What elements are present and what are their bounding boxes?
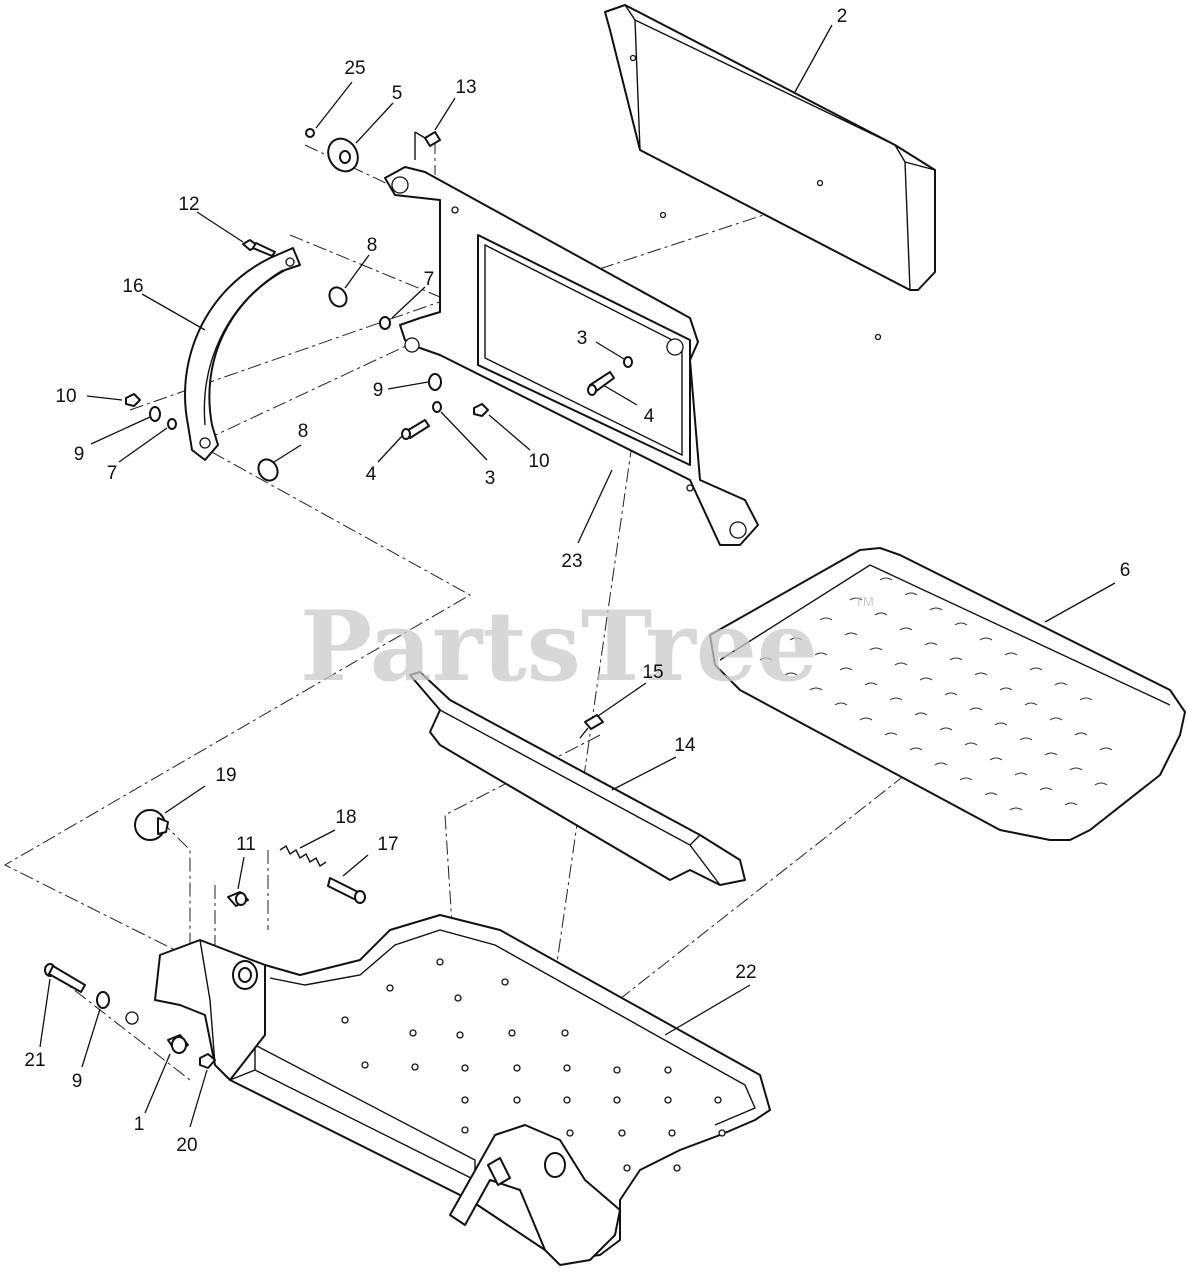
partstree-watermark: PartsTree TM [300, 590, 874, 703]
callout-12: 12 [178, 194, 199, 215]
callout-19: 19 [215, 765, 236, 786]
watermark-text: PartsTree [300, 590, 818, 703]
leader-lines [39, 24, 1116, 1128]
callout-16: 16 [122, 276, 143, 297]
callout-labels: 2 25 5 13 12 16 8 7 3 9 10 9 7 8 4 3 10 … [24, 6, 1130, 1156]
callout-9a: 9 [373, 380, 384, 401]
callout-3a: 3 [577, 328, 588, 349]
hinge-channel [409, 671, 746, 886]
callout-18: 18 [335, 807, 356, 828]
callout-9b: 9 [74, 444, 85, 465]
callout-21: 21 [24, 1050, 45, 1071]
callout-1: 1 [134, 1114, 145, 1135]
callout-5: 5 [392, 83, 403, 104]
callout-9c: 9 [72, 1071, 83, 1092]
callout-22: 22 [735, 962, 756, 983]
seat-back-pad [604, 4, 936, 341]
callout-7a: 7 [424, 269, 435, 290]
callout-20: 20 [176, 1135, 197, 1156]
callout-7b: 7 [107, 463, 118, 484]
bottom-hardware [44, 963, 216, 1069]
spring-pin-group [227, 844, 366, 907]
callout-8b: 8 [298, 421, 309, 442]
callout-8a: 8 [367, 235, 378, 256]
callout-11: 11 [236, 834, 256, 855]
callout-17: 17 [377, 834, 398, 855]
knob-19 [134, 809, 169, 841]
top-hardware [125, 128, 633, 482]
callout-10a: 10 [55, 386, 76, 407]
curved-arm [184, 247, 301, 461]
callout-3b: 3 [485, 468, 496, 489]
callout-13: 13 [455, 77, 476, 98]
back-bracket-frame [384, 131, 759, 546]
foot-tread-plate [709, 547, 1186, 841]
screw-15 [579, 714, 604, 739]
callout-14: 14 [674, 735, 696, 756]
callout-15: 15 [642, 662, 663, 683]
callout-23: 23 [561, 551, 582, 572]
foot-platform-frame [125, 914, 771, 1266]
callout-10b: 10 [528, 451, 549, 472]
callout-4a: 4 [366, 464, 377, 485]
callout-2: 2 [837, 6, 848, 27]
callout-4b: 4 [644, 406, 655, 427]
callout-6: 6 [1120, 560, 1131, 581]
callout-25: 25 [344, 58, 365, 79]
watermark-trademark: TM [855, 594, 874, 609]
